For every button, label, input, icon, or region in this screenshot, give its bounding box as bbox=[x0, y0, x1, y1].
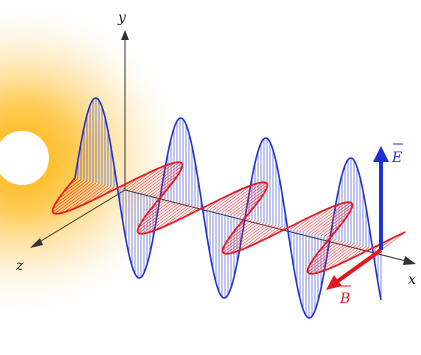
b-wave-hatch bbox=[307, 241, 349, 273]
b-wave-hatch bbox=[138, 202, 181, 234]
b-wave-hatch bbox=[224, 182, 267, 214]
b-wave-hatch bbox=[144, 199, 169, 218]
b-wave-hatch bbox=[212, 188, 243, 211]
b-wave-hatch bbox=[146, 169, 182, 196]
b-wave-hatch bbox=[313, 239, 340, 260]
b-wave-hatch bbox=[311, 203, 353, 235]
b-wave-hatch bbox=[141, 203, 184, 235]
y-axis bbox=[121, 30, 129, 190]
magnetic-field-wave bbox=[51, 161, 406, 275]
b-vector-label: B bbox=[339, 291, 350, 307]
b-wave-hatch bbox=[134, 162, 176, 193]
b-wave-hatch bbox=[230, 188, 267, 215]
z-axis-label: z bbox=[15, 258, 24, 274]
b-wave-hatch bbox=[221, 181, 264, 213]
b-wave-hatch bbox=[229, 223, 271, 254]
sun-core bbox=[0, 131, 49, 185]
b-wave-hatch bbox=[309, 240, 343, 265]
b-wave-hatch bbox=[81, 185, 109, 206]
b-wave-hatch bbox=[336, 245, 364, 266]
b-wave-hatch bbox=[54, 180, 88, 205]
b-wave-hatch bbox=[149, 174, 179, 196]
b-wave-hatch bbox=[162, 205, 193, 228]
b-wave-hatch bbox=[314, 206, 353, 235]
b-wave-hatch bbox=[320, 216, 347, 237]
b-wave-hatch bbox=[225, 222, 268, 255]
b-wave-hatch bbox=[313, 243, 355, 274]
b-wave-hatch bbox=[152, 180, 174, 197]
b-wave-hatch bbox=[137, 161, 180, 194]
b-wave-hatch bbox=[227, 184, 268, 215]
b-wave-hatch bbox=[318, 239, 337, 253]
b-wave-hatch bbox=[63, 179, 82, 193]
b-wave-hatch bbox=[223, 220, 259, 247]
x-axis-label: x bbox=[408, 272, 416, 288]
b-wave-curve bbox=[51, 161, 406, 275]
b-wave-hatch bbox=[326, 244, 361, 270]
b-wave-hatch bbox=[140, 163, 183, 194]
b-wave-hatch bbox=[215, 185, 251, 212]
b-wave-hatch bbox=[218, 182, 259, 213]
b-wave-hatch bbox=[222, 221, 262, 251]
e-vector-label: E bbox=[391, 150, 402, 166]
b-wave-hatch bbox=[146, 203, 187, 234]
b-wave-hatch bbox=[140, 200, 172, 224]
b-wave-hatch bbox=[254, 225, 280, 245]
b-wave-hatch bbox=[319, 244, 358, 273]
b-wave-hatch bbox=[71, 184, 106, 210]
b-wave-hatch bbox=[236, 224, 274, 252]
b-vector-arrow bbox=[326, 248, 383, 290]
b-wave-hatch bbox=[233, 192, 265, 216]
b-wave-hatch bbox=[64, 184, 103, 213]
b-wave-hatch bbox=[52, 181, 91, 210]
b-wave-hatch bbox=[154, 204, 190, 231]
b-wave-hatch bbox=[52, 181, 94, 213]
b-wave-hatch bbox=[244, 225, 277, 249]
b-wave-hatch bbox=[309, 242, 352, 274]
b-wave-hatch bbox=[128, 167, 161, 191]
b-wave-hatch bbox=[58, 179, 85, 200]
b-wave-hatch bbox=[305, 202, 347, 233]
b-wave-hatch bbox=[131, 164, 169, 192]
b-wave-hatch bbox=[58, 183, 100, 214]
b-wave-hatch bbox=[125, 171, 151, 191]
z-axis bbox=[30, 189, 126, 248]
b-wave-hatch bbox=[317, 211, 351, 236]
y-axis-label: y bbox=[117, 10, 127, 26]
b-wave-hatch bbox=[138, 201, 175, 228]
e-vector-arrow bbox=[373, 146, 389, 250]
b-wave-hatch bbox=[302, 203, 341, 232]
b-wave-hatch bbox=[380, 231, 406, 251]
b-wave-hatch bbox=[54, 182, 97, 214]
b-wave-hatch bbox=[226, 220, 256, 242]
b-wave-hatch bbox=[308, 202, 351, 234]
b-wave-hatch bbox=[323, 223, 342, 237]
b-wave-hatch bbox=[231, 219, 253, 236]
b-wave-hatch bbox=[307, 241, 346, 270]
b-wave-hatch bbox=[137, 201, 178, 232]
b-wave-hatch bbox=[236, 198, 261, 217]
b-wave-hatch bbox=[299, 206, 334, 232]
b-wave-hatch bbox=[222, 222, 265, 253]
b-wave-hatch bbox=[143, 165, 183, 195]
b-wave-hatch bbox=[296, 210, 324, 231]
